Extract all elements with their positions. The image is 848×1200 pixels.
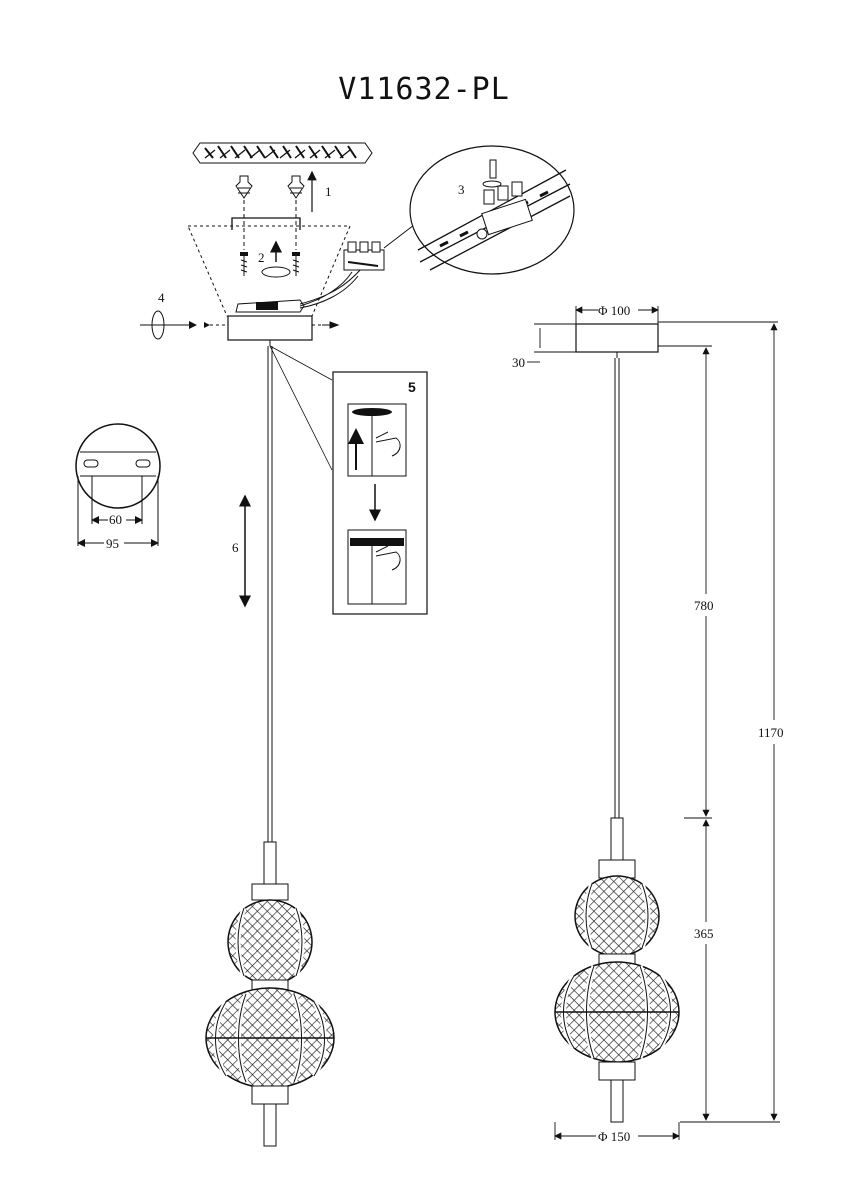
screw-right (292, 252, 300, 276)
mounting-bracket (231, 217, 301, 230)
canopy (227, 315, 313, 341)
step-3-label: 3 (458, 182, 465, 197)
lamp-diameter-label: Φ 150 (598, 1129, 630, 1144)
step-1-label: 1 (325, 184, 332, 199)
step-2-label: 2 (258, 250, 265, 265)
led-driver (235, 267, 363, 313)
ceiling-hatch (192, 142, 373, 164)
wall-anchor-right (287, 175, 305, 199)
bracket-outer-dim: 95 (106, 536, 119, 551)
dimension-lines (534, 306, 780, 1140)
model-title: V11632-PL (338, 72, 510, 107)
cable-adjust-panel (332, 371, 428, 615)
canopy-height-label: 30 (512, 355, 525, 370)
total-height-label: 1170 (758, 725, 784, 740)
bracket-inner-dim: 60 (109, 512, 122, 527)
canopy-diameter-label: Φ 100 (598, 303, 630, 318)
wall-anchor-left (235, 175, 253, 199)
callout-line (269, 345, 333, 471)
lamp-elevation-right (554, 817, 680, 1123)
lamp-assembled-left (205, 841, 335, 1147)
terminal-block-small (343, 241, 385, 271)
step-6-label: 6 (232, 540, 239, 555)
bracket-detail (75, 423, 161, 547)
terminal-detail-callout (409, 145, 575, 275)
side-screw-right (322, 321, 340, 329)
step-4-label: 4 (158, 290, 165, 305)
rotate-icon (261, 266, 291, 278)
cable-length-label: 780 (694, 598, 714, 613)
side-screw-left (140, 310, 210, 340)
step-5-label: 5 (408, 379, 416, 395)
screw-left (240, 252, 248, 276)
canopy-elevation (575, 323, 659, 353)
lamp-height-label: 365 (694, 926, 714, 941)
